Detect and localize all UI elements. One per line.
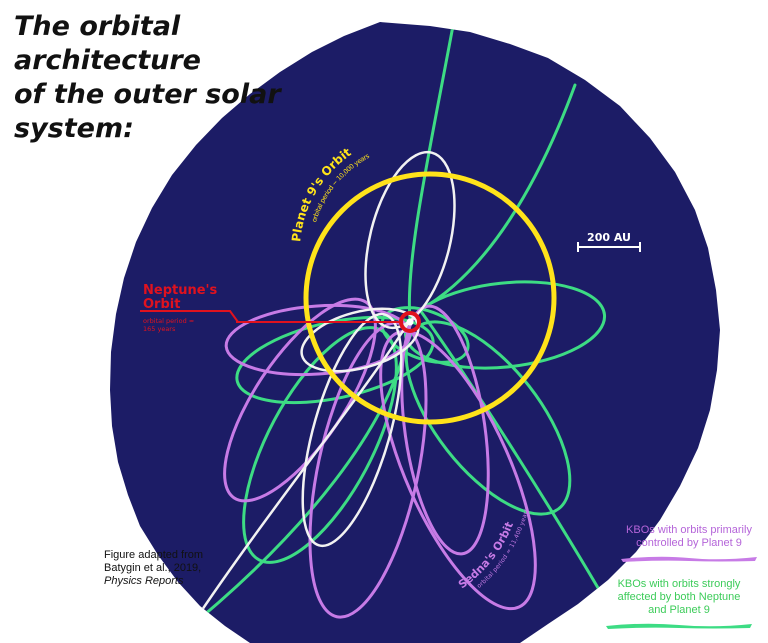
legend-both-line-1: KBOs with orbits strongly	[617, 578, 741, 590]
legend-both-line-3: and Planet 9	[648, 604, 710, 616]
green-orbit-long-right	[417, 83, 632, 643]
legend-planet9-swatch	[621, 556, 757, 562]
purple-orbit-right	[400, 304, 490, 556]
neptune-label-line1: Neptune's	[143, 283, 218, 298]
scale-bar-label: 200 AU	[587, 231, 631, 244]
white-orbit-lower	[301, 312, 403, 548]
neptune-label-line2: Orbit	[143, 297, 180, 312]
legend-both-line-2: affected by both Neptune	[617, 591, 741, 603]
title-line-3: system:	[14, 113, 134, 144]
white-orbit-top	[364, 150, 456, 330]
legend-planet9-kbos: KBOs with orbits primarily controlled by…	[612, 524, 766, 563]
credit-line-1: Figure adapted from	[104, 549, 204, 561]
credit-line-3: Physics Reports	[104, 575, 184, 587]
legend-both-swatch	[606, 623, 752, 629]
purple-orbit-left-upper	[224, 303, 412, 377]
neptune-label-bracket	[140, 310, 239, 323]
purple-orbit-sedna	[379, 329, 537, 611]
page-title: The orbital architecture of the outer so…	[14, 10, 344, 146]
planet9-orbit	[303, 171, 557, 425]
title-line-2: of the outer solar	[14, 79, 281, 110]
sun-icon	[406, 318, 414, 326]
white-orbit-long	[178, 318, 412, 643]
neptune-orbit	[399, 311, 421, 333]
credit-line-2: Batygin et al., 2019,	[104, 562, 202, 574]
neptune-period-line1: orbital period ≈	[143, 317, 194, 325]
legend-both-kbos: KBOs with orbits strongly affected by bo…	[592, 578, 766, 630]
figure-credit: Figure adapted from Batygin et al., 2019…	[104, 549, 254, 588]
neptune-period-line2: 165 years	[143, 325, 176, 333]
title-line-1: The orbital architecture	[14, 11, 201, 76]
legend-planet9-line-2: controlled by Planet 9	[636, 537, 742, 549]
legend-planet9-line-1: KBOs with orbits primarily	[626, 524, 752, 536]
scale-bar	[577, 242, 641, 252]
green-orbit-lower-left	[242, 326, 398, 564]
